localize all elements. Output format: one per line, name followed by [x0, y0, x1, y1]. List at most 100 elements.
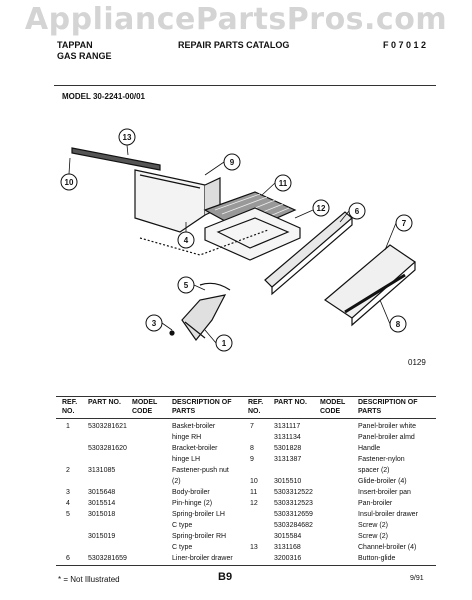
footer-date: 9/91 [410, 575, 424, 582]
catalog-title: REPAIR PARTS CATALOG [178, 40, 290, 50]
part-hinge [181, 294, 227, 342]
table-cell-ref: 4 [66, 500, 70, 507]
part-channel [71, 147, 161, 171]
callout-label: 9 [230, 158, 235, 167]
table-top-rule [56, 396, 436, 397]
callout-label: 4 [184, 236, 189, 245]
table-cell-desc: Basket-broiler [172, 423, 216, 430]
footer-note: * = Not Illustrated [58, 575, 120, 584]
table-cell-part: 3131387 [274, 456, 302, 463]
callout-label: 13 [123, 133, 132, 142]
table-bottom-rule [56, 565, 436, 566]
table-cell-part: 5303312522 [274, 489, 313, 496]
diagram-frame [54, 85, 436, 384]
table-cell-desc: hinge RH [172, 434, 202, 441]
table-cell-desc: Handle [358, 445, 381, 452]
part-broiler-pan [204, 207, 301, 261]
header-part-right: PART NO. [274, 399, 307, 406]
brand-header: TAPPAN GAS RANGE [57, 40, 112, 62]
table-cell-desc: hinge LH [172, 456, 201, 463]
part-spring [199, 282, 231, 291]
brand-name: TAPPAN [57, 40, 93, 50]
table-cell-ref: 11 [250, 489, 258, 496]
callout-label: 1 [222, 339, 227, 348]
callout-12 [312, 199, 330, 217]
table-cell-part: 3015018 [88, 511, 116, 518]
part-handle [344, 273, 406, 314]
table-cell-part: 3200316 [274, 555, 302, 562]
table-cell-desc: Pin-hinge (2) [172, 500, 213, 507]
table-cell-desc: Button-glide [358, 555, 396, 562]
table-cell-ref: 3 [66, 489, 70, 496]
model-label: MODEL 30-2241-00/01 [62, 92, 146, 101]
watermark: AppliancePartsPros.com [24, 2, 448, 37]
header-ref-left: REF. NO. [62, 399, 78, 415]
table-cell-ref: 13 [250, 544, 258, 551]
table-cell-desc: Screw (2) [358, 522, 388, 529]
table-cell-part: 3015514 [88, 500, 116, 507]
table-cell-part: 5301828 [274, 445, 302, 452]
table-cell-ref: 12 [250, 500, 258, 507]
table-cell-ref: 1 [66, 423, 70, 430]
header-part-left: PART NO. [88, 399, 121, 406]
header-desc-left: DESCRIPTION OF PARTS [172, 399, 232, 415]
table-cell-ref: 7 [250, 423, 254, 430]
table-cell-ref: 2 [66, 467, 70, 474]
part-broiler-body [134, 169, 206, 233]
table-cell-ref: 6 [66, 555, 70, 562]
table-cell-part: 5303284682 [274, 522, 313, 529]
table-cell-desc: Fastener-push nut [172, 467, 229, 474]
figure-code: 0129 [408, 358, 426, 367]
table-cell-desc: spacer (2) [358, 467, 390, 474]
header-ref-right: REF. NO. [248, 399, 264, 415]
callout-label: 11 [279, 179, 288, 188]
table-cell-part: 3015648 [88, 489, 116, 496]
table-cell-desc: C type [172, 522, 193, 529]
table-cell-part: 3015584 [274, 533, 302, 540]
table-cell-ref: 8 [250, 445, 254, 452]
callout-label: 8 [396, 320, 401, 329]
table-cell-ref: 10 [250, 478, 258, 485]
callout-label: 10 [65, 178, 74, 187]
callout-label: 7 [402, 219, 407, 228]
callout-label: 5 [184, 281, 189, 290]
table-cell-desc: Panel-broiler white [358, 423, 416, 430]
table-cell-desc: Channel-broiler (4) [358, 544, 417, 551]
table-cell-part: 3131085 [88, 467, 116, 474]
part-screw [169, 330, 175, 336]
product-name: GAS RANGE [57, 51, 112, 61]
table-cell-part: 3131117 [274, 423, 301, 430]
table-cell-desc: Fastener-nylon [358, 456, 405, 463]
callout-label: 3 [152, 319, 157, 328]
header-code-right: MODEL CODE [320, 399, 346, 415]
table-cell-desc: Liner-broiler drawer [172, 555, 233, 562]
table-cell-desc: C type [172, 544, 193, 551]
table-header-rule [56, 418, 436, 419]
header-code-left: MODEL CODE [132, 399, 158, 415]
table-cell-desc: Body-broiler [172, 489, 210, 496]
table-cell-desc: Spring-broiler RH [172, 533, 227, 540]
page-number: B9 [218, 571, 233, 583]
table-cell-desc: Glide-broiler (4) [358, 478, 407, 485]
table-cell-desc: Panel-broiler almd [358, 434, 415, 441]
table-cell-part: 5303312659 [274, 511, 313, 518]
table-cell-part: 3015510 [274, 478, 302, 485]
table-cell-part: 3015019 [88, 533, 116, 540]
header-desc-right: DESCRIPTION OF PARTS [358, 399, 418, 415]
table-cell-part: 3131134 [274, 434, 301, 441]
table-cell-part: 5303281621 [88, 423, 127, 430]
table-cell-part: 5303312523 [274, 500, 313, 507]
table-cell-desc: Insul-broiler drawer [358, 511, 418, 518]
table-cell-desc: Bracket-broiler [172, 445, 218, 452]
table-cell-desc: Pan-broiler [358, 500, 393, 507]
callout-label: 6 [355, 207, 360, 216]
table-cell-desc: Screw (2) [358, 533, 388, 540]
table-cell-part: 5303281620 [88, 445, 127, 452]
table-cell-ref: 9 [250, 456, 254, 463]
callout-label: 12 [317, 204, 326, 213]
table-cell-desc: Spring-broiler LH [172, 511, 225, 518]
table-cell-part: 3131168 [274, 544, 301, 551]
table-cell-ref: 5 [66, 511, 70, 518]
catalog-code: F 0 7 0 1 2 [383, 40, 427, 50]
